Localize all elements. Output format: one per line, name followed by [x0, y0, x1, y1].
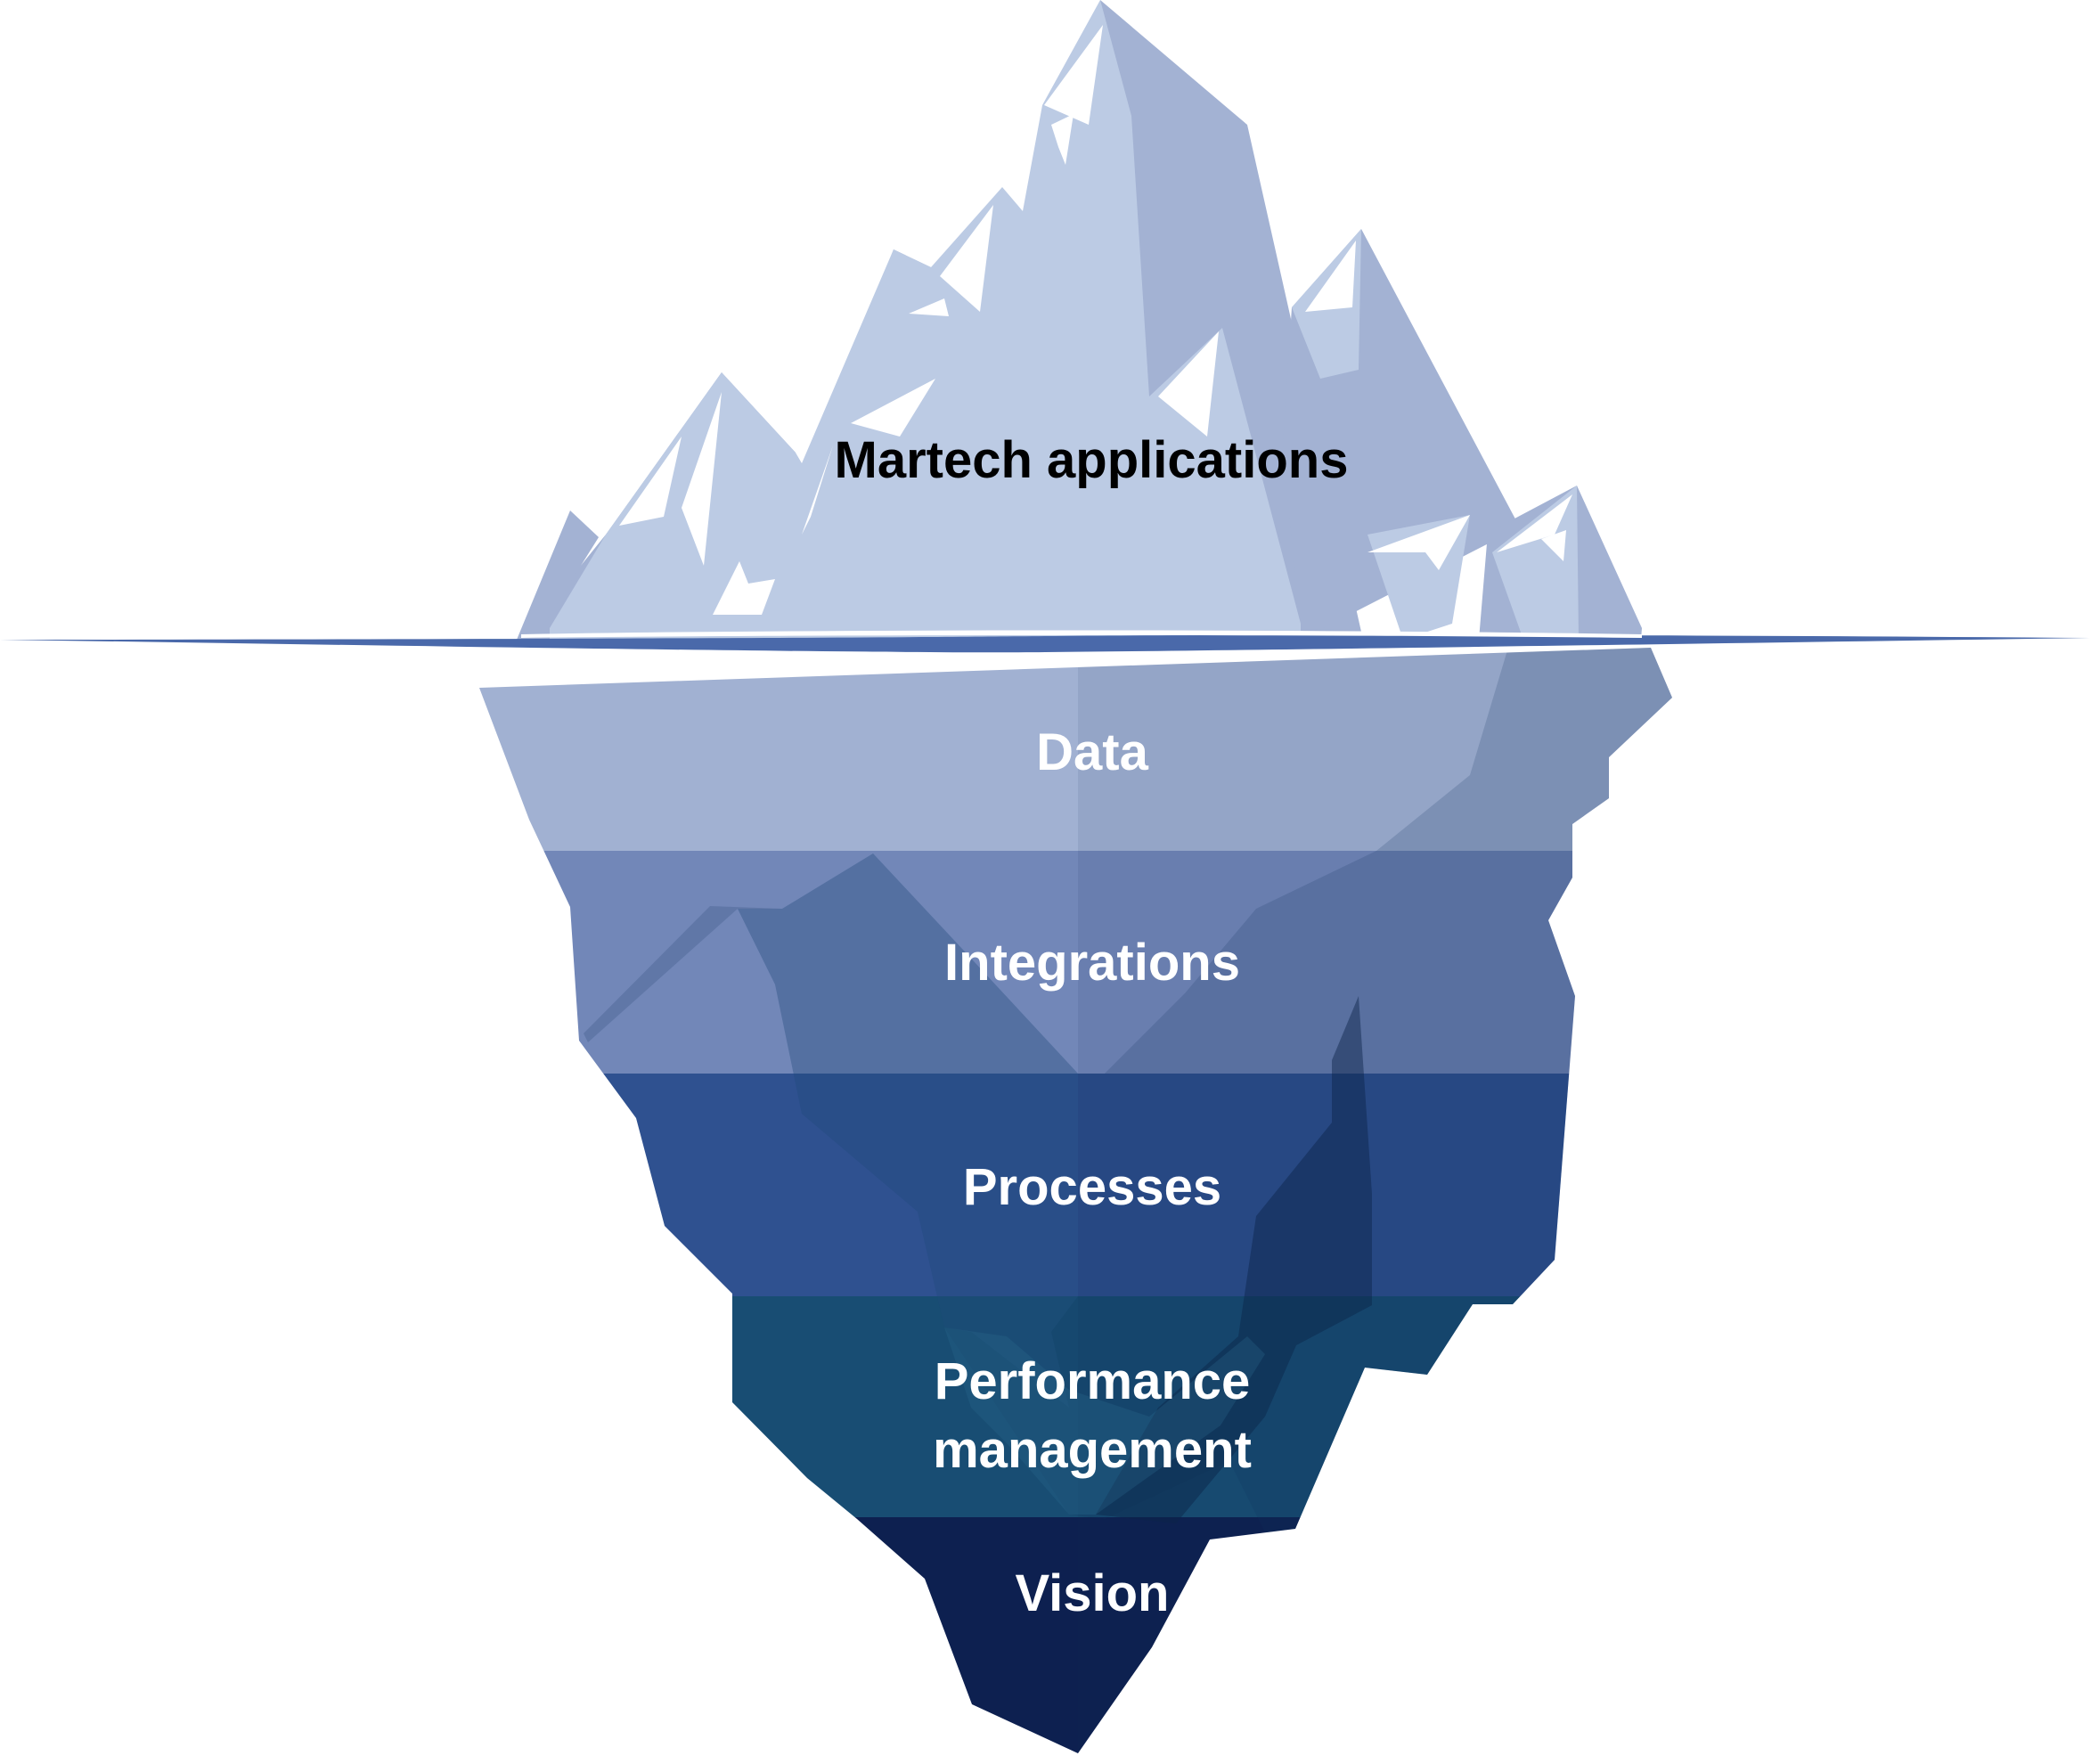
layer-vision-band [479, 1517, 1672, 1753]
main-ice-body [550, 0, 1301, 640]
label-martech-applications: Martech applications [835, 431, 1349, 489]
label-vision: Vision [1016, 1564, 1170, 1622]
lower-facet [944, 1327, 1265, 1515]
label-performance-line1: Performance [935, 1352, 1251, 1410]
waterline [0, 634, 2090, 653]
label-performance-line2: management [933, 1421, 1252, 1479]
inner-crevice [1096, 996, 1372, 1523]
label-processes: Processes [963, 1158, 1221, 1216]
layer-integrations-band [479, 851, 1672, 1074]
waterline-highlight [521, 630, 1642, 638]
layer-data-band [479, 648, 1672, 851]
above-water-iceberg [517, 0, 1642, 640]
snow-caps [619, 25, 1572, 615]
label-data: Data [1036, 723, 1148, 781]
label-integrations: Integrations [944, 934, 1240, 992]
far-left-peak [517, 510, 599, 640]
inner-facet-center [738, 853, 1078, 1408]
inner-facet-left [584, 648, 1672, 1559]
